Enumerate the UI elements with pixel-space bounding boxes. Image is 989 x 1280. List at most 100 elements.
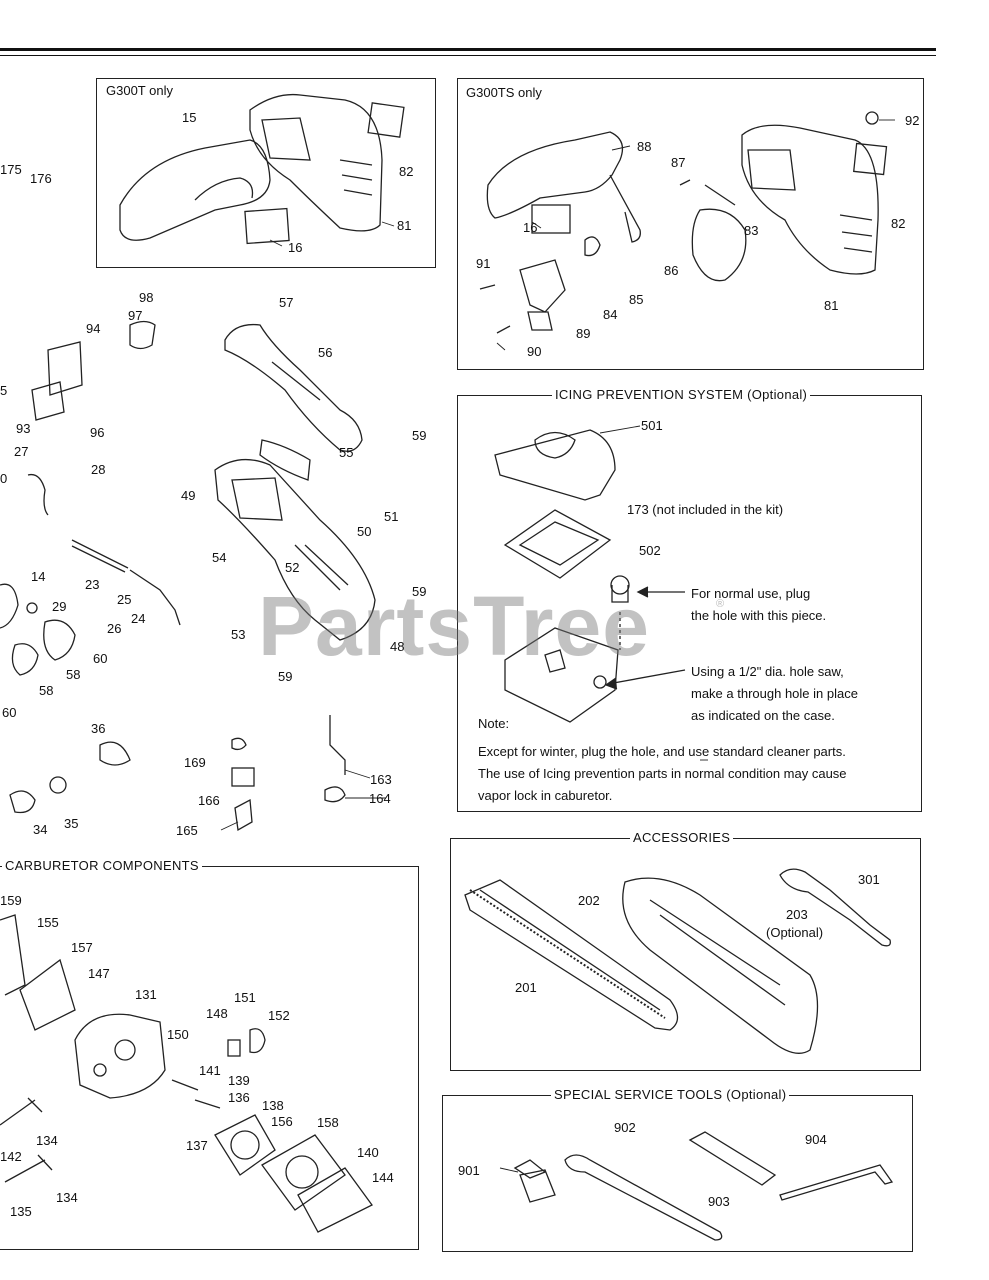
carburetor-gaskets	[0, 914, 373, 1233]
handle-housing-g300ts	[741, 111, 888, 275]
box-g300t	[96, 78, 436, 268]
part-label: 140	[357, 1145, 379, 1160]
part-label: 166	[198, 793, 220, 808]
part-label: 81	[397, 218, 412, 233]
top-handle	[224, 323, 363, 452]
part-label: 169	[184, 755, 206, 770]
air-filter-173	[503, 509, 612, 579]
part-label: 54	[212, 550, 227, 565]
part-label: 159	[0, 893, 22, 908]
part-label: 60	[2, 705, 17, 720]
part-label: 36	[91, 721, 106, 736]
part-label: 90	[527, 344, 542, 359]
part-label: 202	[578, 893, 600, 908]
part-label: 16	[523, 220, 538, 235]
part-label: 135	[10, 1204, 32, 1219]
watermark-registered-mark: ®	[716, 598, 725, 610]
part-label: 147	[88, 966, 110, 981]
accessory-optional-note: (Optional)	[766, 925, 824, 940]
icing-cover-501	[494, 429, 616, 501]
part-label: 92	[905, 113, 920, 128]
box-title-tools: SPECIAL SERVICE TOOLS (Optional)	[551, 1087, 790, 1102]
part-label: 88	[637, 139, 652, 154]
part-label: 59	[278, 669, 293, 684]
part-label: 139	[228, 1073, 250, 1088]
part-label: 501	[641, 418, 663, 433]
part-label: 134	[56, 1190, 78, 1205]
part-label: 138	[262, 1098, 284, 1113]
part-label: 60	[93, 651, 108, 666]
part-label: 53	[231, 627, 246, 642]
part-label: 158	[317, 1115, 339, 1130]
part-label: 35	[64, 816, 79, 831]
part-label: 57	[279, 295, 294, 310]
part-label: 50	[357, 524, 372, 539]
part-label: 49	[181, 488, 196, 503]
icing-note-title: Note:	[478, 716, 510, 731]
part-label: 97	[128, 308, 143, 323]
part-label: 156	[271, 1114, 293, 1129]
box-title-g300t: G300T only	[106, 83, 173, 98]
part-label: 52	[285, 560, 300, 575]
part-label: 59	[412, 428, 427, 443]
small-fasteners	[231, 715, 346, 832]
tool-904	[779, 1164, 894, 1201]
part-label: 89	[576, 326, 591, 341]
part-label: 34	[33, 822, 48, 837]
front-hand-guard-g300t	[119, 139, 271, 241]
part-label: 203	[786, 907, 808, 922]
part-label: 134	[36, 1133, 58, 1148]
part-label: 141	[199, 1063, 221, 1078]
tool-901	[513, 1159, 556, 1203]
part-label: 25	[117, 592, 132, 607]
part-label: 0	[0, 471, 8, 486]
guide-bar-201	[464, 879, 679, 1031]
air-cleaner-case	[504, 627, 619, 723]
part-label: 56	[318, 345, 333, 360]
icing-note-normal-1: For normal use, plug	[691, 586, 811, 601]
watermark: PartsTree	[258, 579, 650, 673]
part-label: 151	[234, 990, 256, 1005]
part-label: 164	[369, 791, 391, 806]
part-label: 87	[671, 155, 686, 170]
icing-note-line-2: The use of Icing prevention parts in nor…	[478, 766, 847, 781]
icing-note-line-1: Except for winter, plug the hole, and us…	[478, 744, 846, 759]
part-label: 301	[858, 872, 880, 887]
part-label: 502	[639, 543, 661, 558]
icing-note-173: 173 (not included in the kit)	[627, 502, 784, 517]
part-label: 84	[603, 307, 618, 322]
part-label: 91	[476, 256, 491, 271]
box-title-g300ts: G300TS only	[466, 85, 542, 100]
part-label: 201	[515, 980, 537, 995]
part-label: 27	[14, 444, 29, 459]
part-label: 83	[744, 223, 759, 238]
part-label: 157	[71, 940, 93, 955]
part-label: 59	[412, 584, 427, 599]
carburetor-body-131	[74, 1013, 166, 1099]
part-label: 85	[629, 292, 644, 307]
part-label: 29	[52, 599, 67, 614]
icing-note-saw-2: make a through hole in place	[691, 686, 858, 701]
part-label: 142	[0, 1149, 22, 1164]
part-label: 902	[614, 1120, 636, 1135]
part-label: 81	[824, 298, 839, 313]
part-label: 94	[86, 321, 101, 336]
box-title-accessories: ACCESSORIES	[630, 830, 734, 845]
rear-frame	[214, 439, 376, 641]
part-label: 14	[31, 569, 46, 584]
part-label: 51	[384, 509, 399, 524]
part-label: 150	[167, 1027, 189, 1042]
box-carb	[0, 866, 419, 1250]
icing-note-line-3: vapor lock in caburetor.	[478, 788, 613, 803]
box-title-carb: CARBURETOR COMPONENTS	[2, 858, 202, 873]
part-label: 144	[372, 1170, 394, 1185]
page-top-rule-thin	[0, 55, 936, 56]
part-label: 96	[90, 425, 105, 440]
part-label: 903	[708, 1194, 730, 1209]
part-label: 152	[268, 1008, 290, 1023]
part-label: 5	[0, 383, 8, 398]
part-label: 176	[30, 171, 52, 186]
part-label: 26	[107, 621, 122, 636]
tool-903	[688, 1131, 777, 1186]
